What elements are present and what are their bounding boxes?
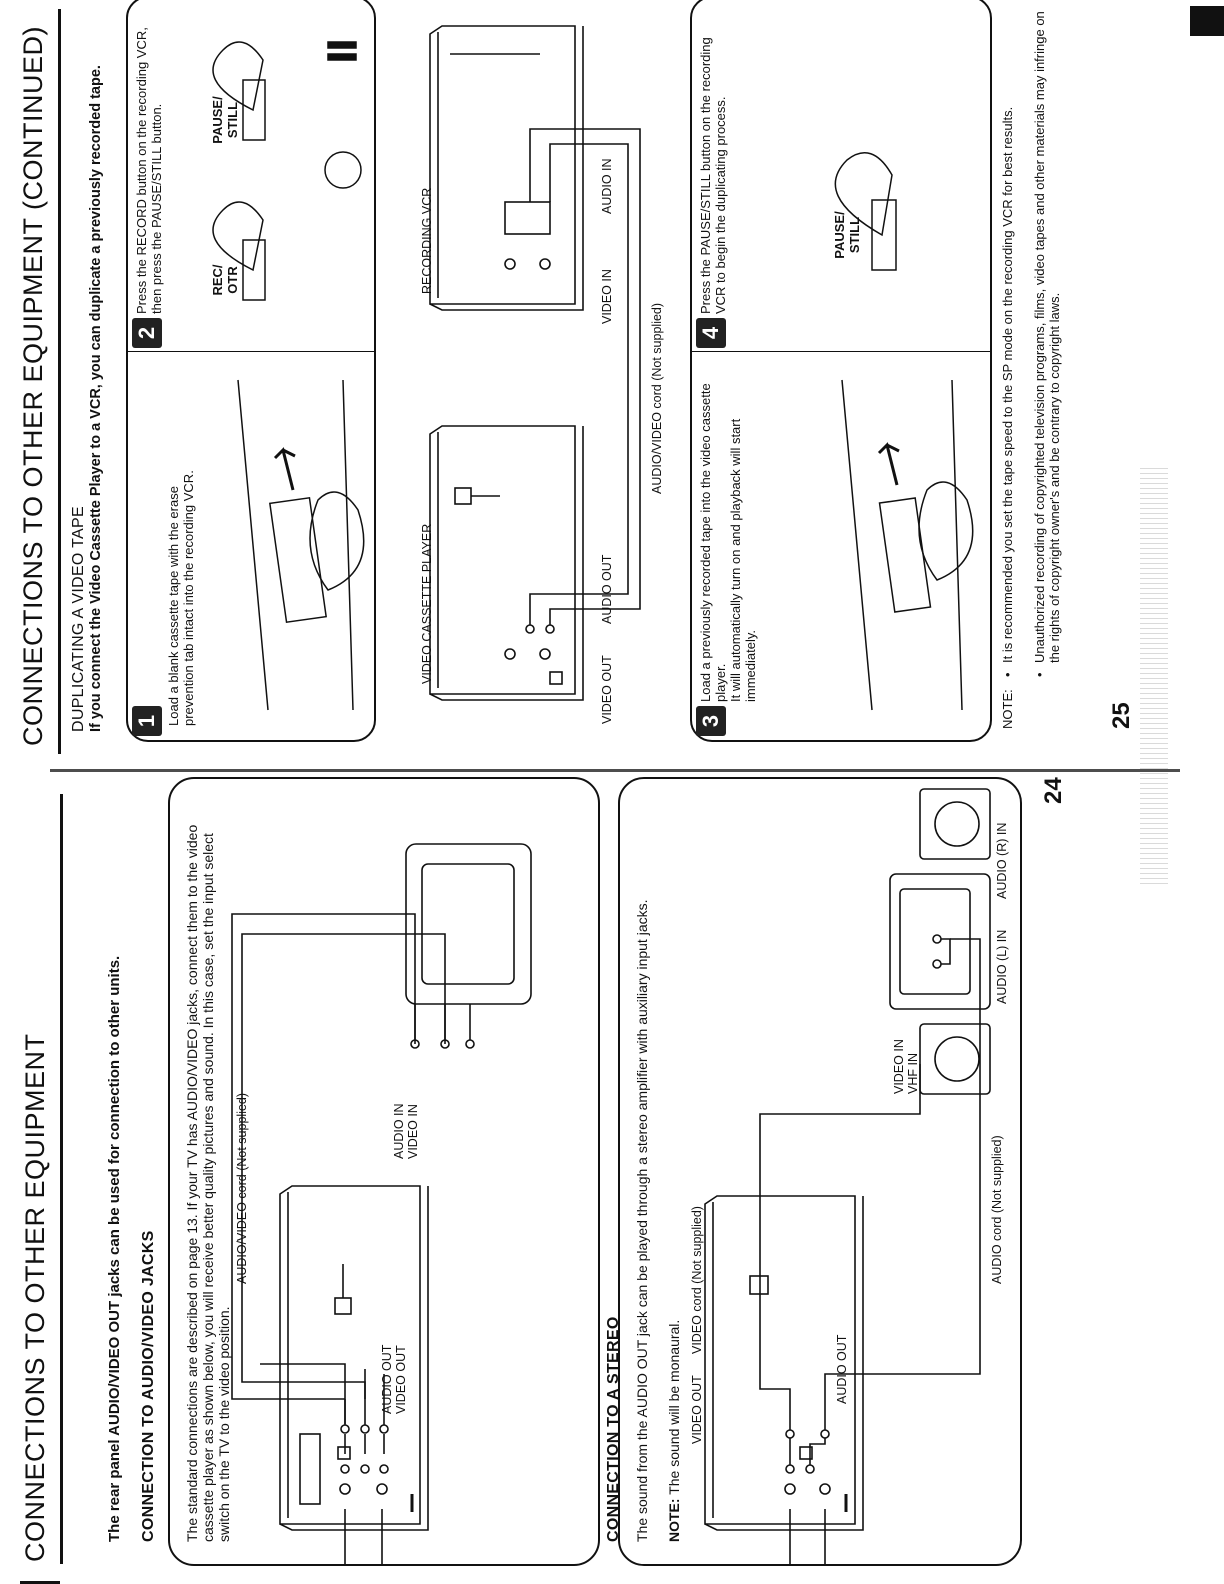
page-title-continued: CONNECTIONS TO OTHER EQUIPMENT (CONTINUE… <box>18 25 48 746</box>
stereo-video-out-label: VIDEO OUT <box>690 1375 704 1444</box>
book-spine <box>50 769 1180 772</box>
audio-cord-label: AUDIO cord (Not supplied) <box>990 1135 1004 1284</box>
section-heading-av-jacks: CONNECTION TO AUDIO/VIDEO JACKS <box>140 1230 157 1542</box>
page-title: CONNECTIONS TO OTHER EQUIPMENT <box>20 1033 50 1562</box>
audio-r-in-label: AUDIO (R) IN <box>995 822 1009 899</box>
note-2: Unauthorized recording of copyrighted te… <box>1032 11 1062 663</box>
av-jacks-diagram <box>231 843 532 1564</box>
pause-still-button-label: PAUSE/ STILL <box>210 96 240 144</box>
scan-noise <box>1140 464 1168 884</box>
av-cord-label: AUDIO/VIDEO cord (Not supplied) <box>235 1092 249 1284</box>
intro-text: The rear panel AUDIO/VIDEO OUT jacks can… <box>106 955 123 1542</box>
video-in-label: VIDEO IN <box>406 1104 420 1159</box>
duplicating-intro: If you connect the Video Cassette Player… <box>88 65 104 732</box>
section-heading-duplicating: DUPLICATING A VIDEO TAPE <box>70 506 87 732</box>
dup-audio-out-label: AUDIO OUT <box>600 554 614 624</box>
video-out-label: VIDEO OUT <box>394 1345 408 1414</box>
stereo-video-in-label: VIDEO IN <box>892 1039 906 1094</box>
player-label: VIDEO CASSETTE PLAYER <box>420 523 434 684</box>
stereo-diagram <box>704 788 991 1564</box>
vhf-in-label: VHF IN <box>906 1053 920 1094</box>
note-1: It is recommended you set the tape speed… <box>1000 106 1015 663</box>
recorder-label: RECORDING VCR <box>420 187 434 294</box>
dup-audio-in-label: AUDIO IN <box>600 158 614 214</box>
page-number-left: 24 <box>1040 777 1067 804</box>
note-bullet-1: • <box>1000 672 1015 677</box>
dup-video-in-label: VIDEO IN <box>600 269 614 324</box>
notes-label: NOTE: <box>1000 689 1015 729</box>
step-illustrations <box>212 41 365 711</box>
steps-1-2-panel: 1 Load a blank cassette tape with the er… <box>126 0 376 742</box>
title-underline <box>60 794 63 1564</box>
stereo-audio-out-label: AUDIO OUT <box>835 1334 849 1404</box>
audio-in-label: AUDIO IN <box>392 1103 406 1159</box>
dup-cord-label: AUDIO/VIDEO cord (Not supplied) <box>650 302 664 494</box>
note-bullet-2: • <box>1032 672 1047 677</box>
duplication-diagram <box>429 25 641 701</box>
audio-l-in-label: AUDIO (L) IN <box>995 929 1009 1004</box>
step-4-pause-still-label: PAUSE/ STILL <box>832 211 862 259</box>
av-jacks-panel: The standard connections are described o… <box>168 777 600 1566</box>
stereo-panel: The sound from the AUDIO OUT jack can be… <box>618 777 1022 1566</box>
video-cord-label: VIDEO cord (Not supplied) <box>690 1206 704 1354</box>
step-3-4-illustrations <box>834 152 974 711</box>
dup-video-out-label: VIDEO OUT <box>600 655 614 724</box>
page-tab-mark <box>1190 6 1224 36</box>
rec-otr-button-label: REC/ OTR <box>210 264 240 296</box>
title-underline-right <box>58 9 61 754</box>
page-number-right: 25 <box>1108 702 1135 729</box>
audio-out-label: AUDIO OUT <box>380 1344 394 1414</box>
steps-3-4-panel: 3 Load a previously recorded tape into t… <box>690 0 992 742</box>
